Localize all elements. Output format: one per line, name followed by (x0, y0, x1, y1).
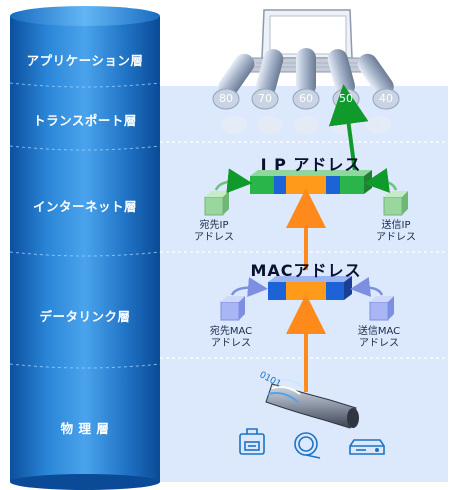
layer-label-physical: 物 理 層 (60, 421, 110, 436)
to-port-arrow (328, 84, 369, 173)
mac-dest-label-line1: 宛先MAC (209, 326, 253, 337)
layer-label-transport: トランスポート層 (33, 113, 137, 128)
layer-column (9, 6, 161, 490)
ip-dest-label: 宛先IP アドレス (186, 220, 242, 244)
lan-port-icon (239, 428, 265, 455)
fiber-coil-icon (294, 432, 321, 459)
mac-dest-label-line2: アドレス (211, 338, 251, 349)
ip-dest-label-line1: 宛先IP (199, 220, 229, 231)
port-tubes (212, 48, 400, 134)
port-number: 40 (379, 92, 393, 105)
mac-dest-cube-icon (220, 296, 245, 321)
layer-label-internet: インターネット層 (32, 199, 137, 214)
ip-address-title: I P アドレス (260, 155, 362, 174)
ip-src-label: 送信IP アドレス (368, 220, 424, 244)
ip-src-label-line2: アドレス (376, 232, 416, 243)
cable-icon (265, 379, 359, 429)
mac-dest-label: 宛先MAC アドレス (196, 326, 266, 350)
ip-dest-label-line2: アドレス (194, 232, 234, 243)
ip-src-label-line1: 送信IP (381, 220, 411, 231)
port-number: 50 (339, 92, 353, 105)
network-device-icon (349, 439, 385, 455)
port-number: 70 (258, 92, 272, 105)
port-number: 60 (299, 92, 313, 105)
ip-dest-cube-icon (204, 191, 229, 216)
mac-address-title: MACアドレス (250, 261, 362, 280)
layer-label-datalink: データリンク層 (39, 309, 131, 324)
ip-src-cube-icon (383, 191, 408, 216)
layer-label-application: アプリケーション層 (26, 53, 144, 68)
mac-src-cube-icon (369, 296, 394, 321)
port-number: 80 (219, 92, 233, 105)
mac-src-label-line1: 送信MAC (357, 326, 401, 337)
mac-src-label-line2: アドレス (359, 338, 399, 349)
mac-src-label: 送信MAC アドレス (344, 326, 414, 350)
